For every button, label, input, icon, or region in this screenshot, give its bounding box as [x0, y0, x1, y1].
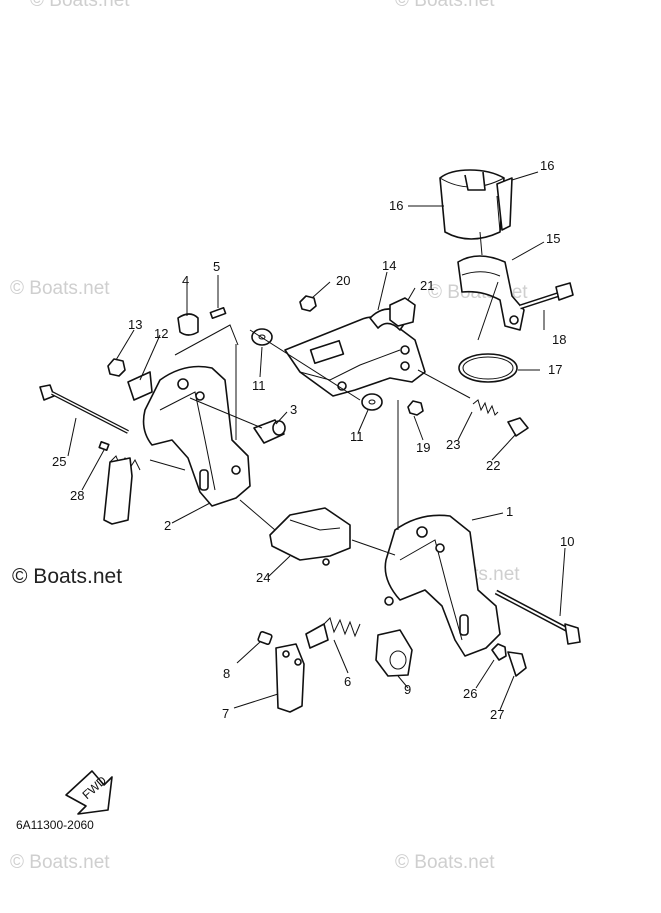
callout-19: 19 [416, 440, 430, 455]
callout-7: 7 [222, 706, 229, 721]
part-5-pin [209, 306, 227, 320]
callout-22: 22 [486, 458, 500, 473]
callout-11-lower: 11 [350, 429, 364, 444]
callout-23: 23 [446, 437, 460, 452]
screw-thread-left [109, 455, 141, 471]
callout-8: 8 [223, 666, 230, 681]
callout-16-upper: 16 [540, 158, 554, 173]
callout-15: 15 [546, 231, 560, 246]
diagram-code: 6A11300-2060 [16, 818, 94, 832]
part-26-washer [491, 643, 507, 661]
callout-10: 10 [560, 534, 574, 549]
part-18-bolt [519, 282, 574, 310]
part-6-screw [305, 617, 361, 649]
callout-6: 6 [344, 674, 351, 689]
callout-17: 17 [548, 362, 562, 377]
part-12-plate [127, 371, 153, 401]
callout-13: 13 [128, 317, 142, 332]
callout-12: 12 [154, 326, 168, 341]
callout-25: 25 [52, 454, 66, 469]
part-11-washer-lower [361, 393, 383, 411]
callout-11-upper: 11 [252, 378, 266, 393]
callout-14: 14 [382, 258, 396, 273]
callout-1: 1 [506, 504, 513, 519]
callout-4: 4 [182, 273, 189, 288]
part-25-bolt [39, 384, 129, 434]
watermark-bottom-right: © Boats.net [395, 852, 495, 873]
callout-28: 28 [70, 488, 84, 503]
callout-numbers: 1 2 3 4 5 6 7 8 9 10 11 11 12 13 14 15 1… [52, 158, 574, 722]
callout-27: 27 [490, 707, 504, 722]
callout-21: 21 [420, 278, 434, 293]
part-1-clamp-bracket [384, 514, 501, 657]
callout-20: 20 [336, 273, 350, 288]
part-4-cap [177, 313, 199, 336]
part-16-bushing [439, 169, 513, 240]
fwd-arrow-icon: FWD [65, 770, 113, 815]
callout-5: 5 [213, 259, 220, 274]
part-2-clamp-bracket [142, 365, 251, 507]
watermark-mid-left-dark: © Boats.net [12, 565, 122, 588]
watermark-bottom-left: © Boats.net [10, 852, 110, 873]
part-19-nut [407, 400, 424, 416]
part-handle-left [103, 457, 133, 525]
watermark-mid-left: © Boats.net [10, 278, 110, 299]
part-22-wing-screw [507, 417, 529, 437]
callout-26: 26 [463, 686, 477, 701]
callout-3: 3 [290, 402, 297, 417]
callout-leaders [67, 171, 566, 711]
part-28-pin [98, 441, 110, 451]
part-17-oring [458, 353, 518, 383]
part-8-pin [257, 631, 273, 645]
part-15-clamp [457, 255, 525, 331]
part-23-spring [472, 399, 499, 416]
part-20-nut [299, 295, 317, 312]
part-13-nut [107, 358, 126, 377]
watermark-top-right: © Boats.net [395, 0, 495, 11]
part-7-handle [275, 643, 305, 713]
part-9-pad [375, 629, 413, 677]
part-24-mount [269, 507, 351, 566]
callout-18: 18 [552, 332, 566, 347]
callout-24: 24 [256, 570, 270, 585]
watermark-top-left: © Boats.net [30, 0, 130, 11]
part-21-block [389, 297, 416, 327]
callout-16-left: 16 [389, 198, 403, 213]
callout-2: 2 [164, 518, 171, 533]
leader-lines [149, 231, 499, 556]
callout-9: 9 [404, 682, 411, 697]
part-10-bolt [494, 589, 581, 645]
part-27-wing-nut [507, 651, 527, 677]
